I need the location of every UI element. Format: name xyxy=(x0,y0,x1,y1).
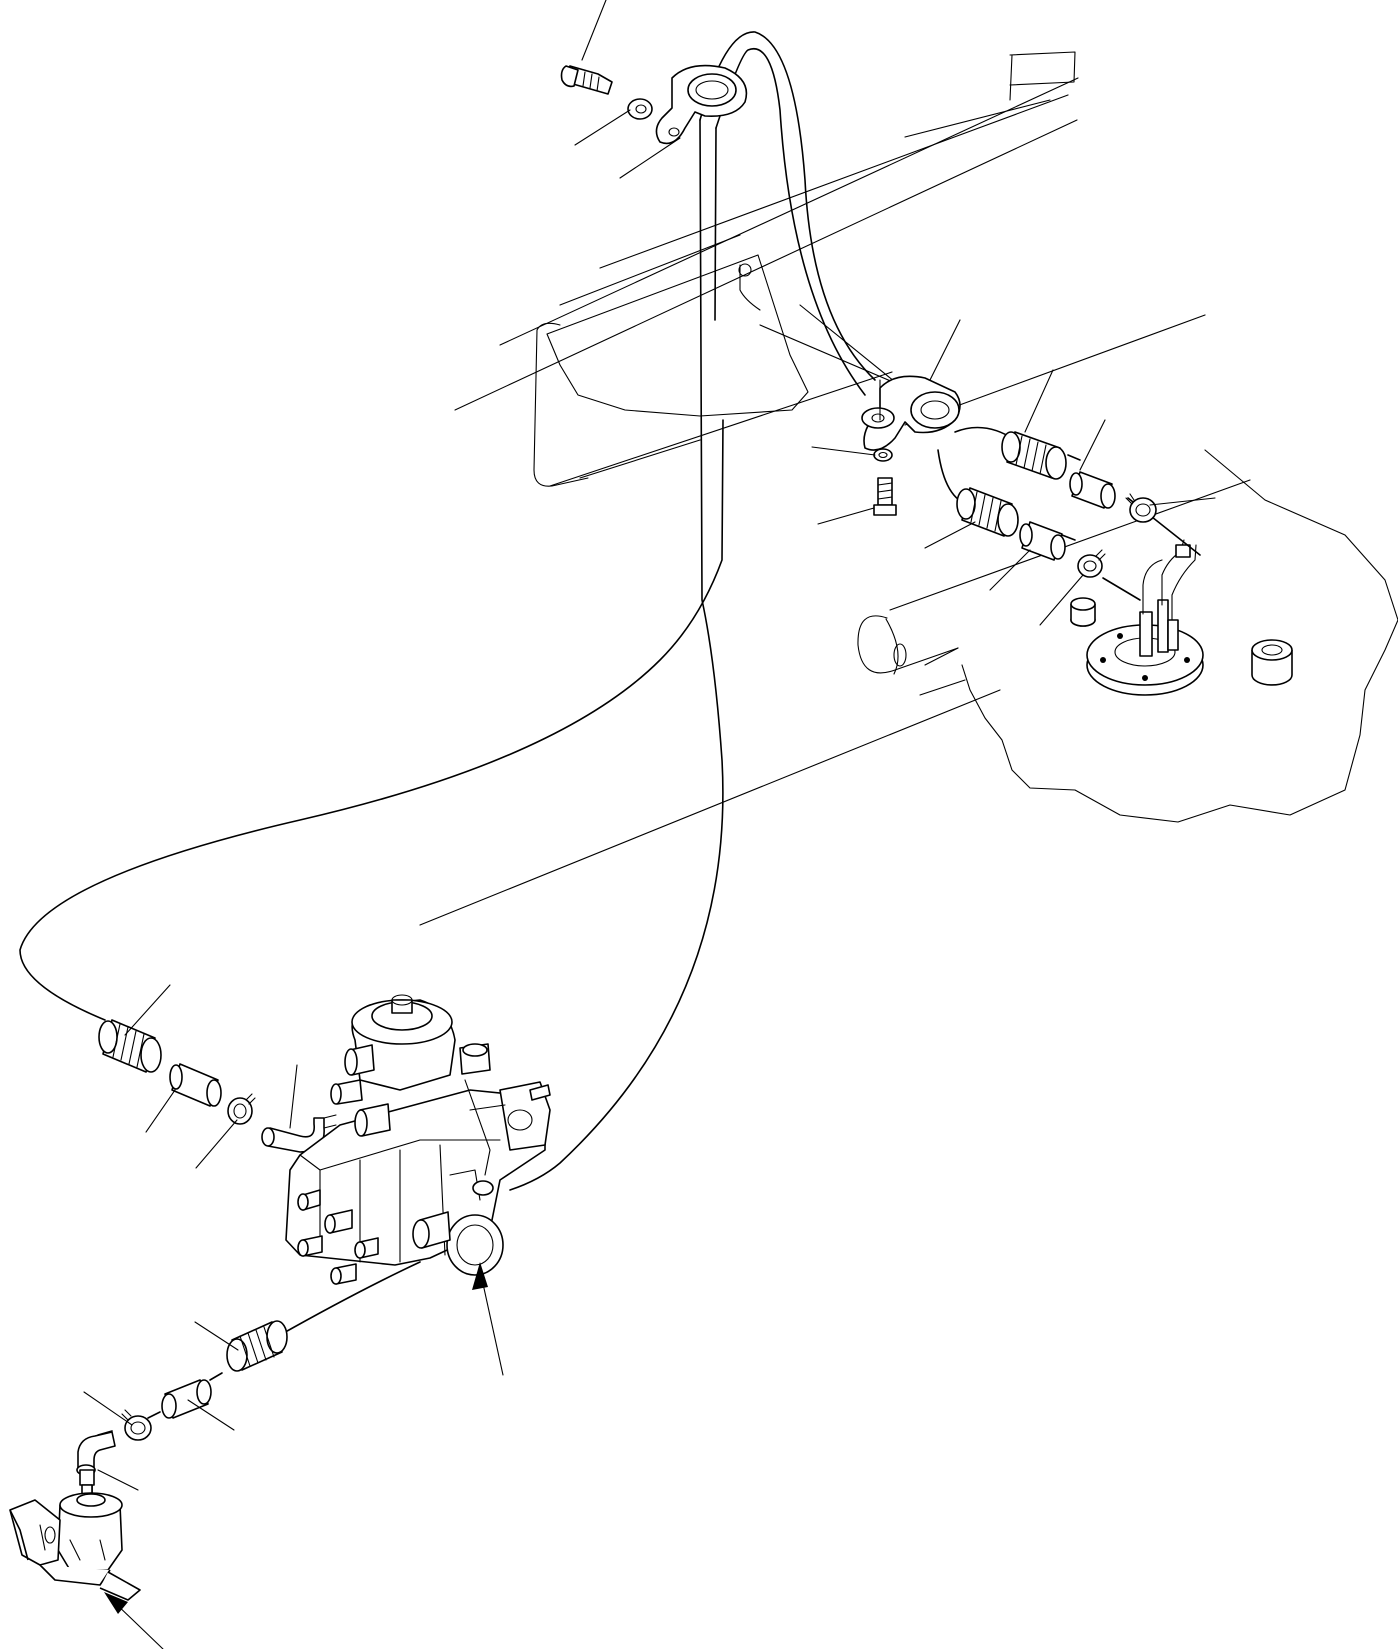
fuel-lines xyxy=(19,31,1201,1501)
clamp-center xyxy=(861,375,961,451)
chassis-frame xyxy=(419,51,1251,926)
washer-center xyxy=(873,448,893,462)
spring-guard-left xyxy=(98,1019,162,1073)
hose-clip-left xyxy=(227,1093,256,1125)
hose-upper-2 xyxy=(1019,521,1066,561)
bolt-top xyxy=(560,65,613,95)
washer-top xyxy=(627,98,653,120)
plug-large xyxy=(1251,639,1293,686)
fuel-feed-pump xyxy=(9,1492,141,1601)
elbow-joint-feed-pump xyxy=(76,1431,116,1496)
hose-left xyxy=(169,1063,222,1107)
spring-guard-lower xyxy=(226,1320,288,1372)
hose-clip-lower xyxy=(121,1409,152,1441)
bolt-center xyxy=(873,477,897,516)
elbow-joint-pump xyxy=(261,1114,337,1153)
fuel-injection-pump xyxy=(285,994,551,1285)
clamp-top xyxy=(655,64,748,145)
hose-upper-1 xyxy=(1069,471,1116,509)
hose-clip-upper-2 xyxy=(1077,549,1106,578)
hose-clip-upper-1 xyxy=(1125,493,1157,523)
fuel-tank-gauge-unit xyxy=(1086,539,1204,696)
spring-guard-upper-1 xyxy=(1001,431,1067,480)
hose-lower xyxy=(161,1379,212,1419)
plug-small xyxy=(1070,597,1096,627)
leader-lines xyxy=(83,0,1216,1649)
fuel-tank-top-plate xyxy=(961,449,1398,823)
spring-guard-upper-2 xyxy=(956,487,1019,537)
